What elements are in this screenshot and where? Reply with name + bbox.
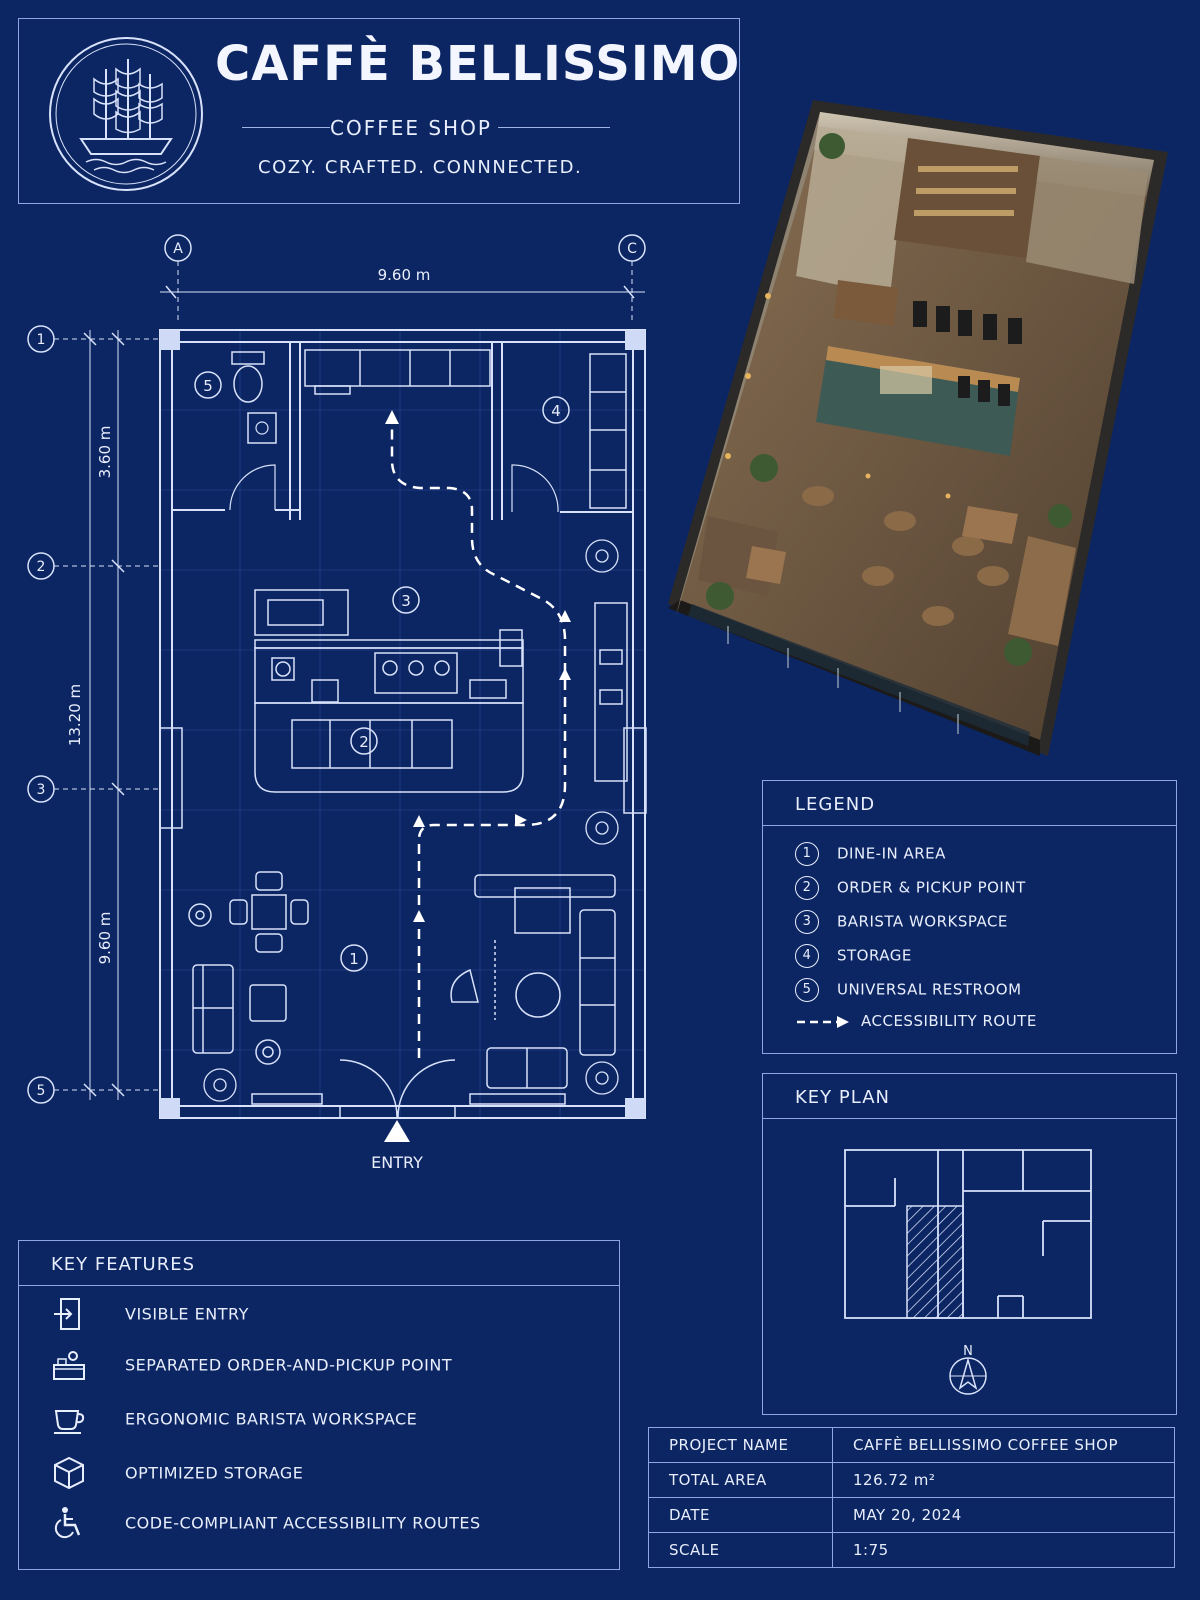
- legend-label: ORDER & PICKUP POINT: [837, 878, 1026, 897]
- info-value: 1:75: [832, 1532, 1175, 1568]
- dim-bottom: 9.60 m: [96, 912, 114, 965]
- coffee-cup-icon: [54, 1410, 85, 1434]
- legend-header: LEGEND: [763, 781, 1176, 826]
- door-entry-icon: [54, 1298, 80, 1330]
- legend-item: 5 UNIVERSAL RESTROOM: [795, 978, 1022, 1004]
- key-features-panel: KEY FEATURES VISIBLE ENTRY SEPARATED ORD…: [18, 1240, 620, 1570]
- wheelchair-icon: [54, 1507, 81, 1539]
- legend-badge: 5: [795, 978, 819, 1002]
- counter-icon: [53, 1351, 85, 1380]
- zone-4: 4: [551, 402, 561, 420]
- legend-item-route: ACCESSIBILITY ROUTE: [795, 1012, 1037, 1038]
- legend-route-label: ACCESSIBILITY ROUTE: [861, 1012, 1037, 1030]
- feature-label: OPTIMIZED STORAGE: [125, 1463, 304, 1483]
- dim-width: 9.60 m: [378, 266, 431, 284]
- north-label: N: [963, 1344, 973, 1359]
- legend-label: STORAGE: [837, 946, 912, 965]
- legend-panel: LEGEND 1 DINE-IN AREA 2 ORDER & PICKUP POI…: [762, 780, 1177, 1054]
- legend-badge: 4: [795, 944, 819, 968]
- info-key: PROJECT NAME: [648, 1427, 833, 1463]
- legend-item: 2 ORDER & PICKUP POINT: [795, 876, 1026, 902]
- key-plan-header: KEY PLAN: [763, 1074, 1176, 1119]
- key-plan-drawing: N: [844, 1149, 1092, 1395]
- zone-2: 2: [359, 733, 369, 751]
- feature-label: ERGONOMIC BARISTA WORKSPACE: [125, 1409, 418, 1429]
- info-key: TOTAL AREA: [648, 1462, 833, 1498]
- grid-row-5: 5: [37, 1083, 46, 1099]
- legend-label: UNIVERSAL RESTROOM: [837, 980, 1022, 999]
- grid-col-c: C: [627, 241, 637, 257]
- feature-label: CODE-COMPLIANT ACCESSIBILITY ROUTES: [125, 1513, 481, 1533]
- brand-subtitle: COFFEE SHOP: [330, 116, 492, 140]
- grid-row-1: 1: [37, 332, 46, 348]
- key-features-header: KEY FEATURES: [19, 1241, 619, 1286]
- feature-item: CODE-COMPLIANT ACCESSIBILITY ROUTES: [51, 1505, 481, 1541]
- feature-item: ERGONOMIC BARISTA WORKSPACE: [51, 1401, 417, 1437]
- entry-label: ENTRY: [371, 1153, 423, 1172]
- project-info-table: PROJECT NAME CAFFÈ BELLISSIMO COFFEE SHO…: [648, 1427, 1175, 1568]
- floor-plan: A C 1 2 3 5 9.60 m 3.60 m 13.20 m 9.60 m: [27, 234, 647, 1172]
- ship-logo: [49, 37, 203, 191]
- legend-badge: 2: [795, 876, 819, 900]
- legend-badge: 3: [795, 910, 819, 934]
- brand-tagline: COZY. CRAFTED. CONNNECTED.: [258, 157, 583, 178]
- dashed-arrow-icon: [797, 1015, 849, 1028]
- legend-badge: 1: [795, 842, 819, 866]
- table-row: DATE MAY 20, 2024: [648, 1497, 1175, 1533]
- info-key: SCALE: [648, 1532, 833, 1568]
- feature-item: VISIBLE ENTRY: [51, 1296, 249, 1332]
- table-row: PROJECT NAME CAFFÈ BELLISSIMO COFFEE SHO…: [648, 1427, 1175, 1463]
- grid-row-3: 3: [37, 782, 46, 798]
- info-value: CAFFÈ BELLISSIMO COFFEE SHOP: [832, 1427, 1175, 1463]
- feature-item: OPTIMIZED STORAGE: [51, 1455, 303, 1491]
- grid-col-a: A: [173, 241, 183, 257]
- key-plan-title: KEY PLAN: [795, 1087, 890, 1108]
- key-features-title: KEY FEATURES: [51, 1254, 196, 1275]
- legend-item: 1 DINE-IN AREA: [795, 842, 946, 868]
- subtitle-rule-right: [498, 127, 610, 128]
- table-row: SCALE 1:75: [648, 1532, 1175, 1568]
- zone-3: 3: [401, 592, 411, 610]
- zone-1: 1: [349, 950, 359, 968]
- info-value: MAY 20, 2024: [832, 1497, 1175, 1533]
- legend-item: 4 STORAGE: [795, 944, 912, 970]
- legend-item: 3 BARISTA WORKSPACE: [795, 910, 1008, 936]
- isometric-render: [668, 100, 1168, 756]
- dim-total: 13.20 m: [66, 684, 84, 746]
- brand-title: CAFFÈ BELLISSIMO: [215, 36, 741, 92]
- table-row: TOTAL AREA 126.72 m²: [648, 1462, 1175, 1498]
- feature-label: SEPARATED ORDER-AND-PICKUP POINT: [125, 1355, 453, 1375]
- zone-badges: 5 4 3 2 1: [194, 371, 570, 972]
- grid-row-2: 2: [37, 559, 46, 575]
- info-key: DATE: [648, 1497, 833, 1533]
- legend-label: DINE-IN AREA: [837, 844, 946, 863]
- dim-top: 3.60 m: [96, 426, 114, 479]
- feature-item: SEPARATED ORDER-AND-PICKUP POINT: [51, 1347, 452, 1383]
- box-icon: [54, 1456, 84, 1490]
- legend-label: BARISTA WORKSPACE: [837, 912, 1008, 931]
- info-value: 126.72 m²: [832, 1462, 1175, 1498]
- accessibility-route: [390, 410, 567, 1058]
- key-plan-panel: KEY PLAN N: [762, 1073, 1177, 1415]
- zone-5: 5: [203, 377, 213, 395]
- title-block: [18, 18, 740, 204]
- subtitle-rule-left: [242, 127, 330, 128]
- legend-title: LEGEND: [795, 794, 876, 815]
- feature-label: VISIBLE ENTRY: [125, 1304, 249, 1324]
